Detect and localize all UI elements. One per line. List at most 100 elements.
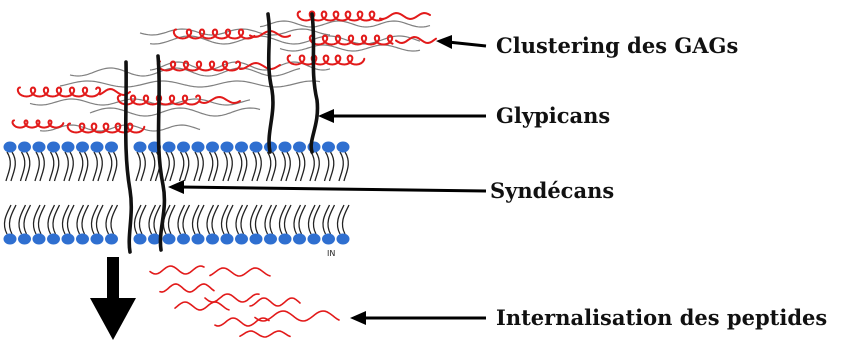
lipid-tail (24, 205, 31, 234)
lipid-tail (226, 205, 233, 234)
lipid-head (62, 234, 75, 245)
lipid-tail (252, 152, 256, 181)
lipid-head (134, 234, 147, 245)
glycan-thread (260, 21, 430, 27)
label-internalisation: Internalisation des peptides (496, 305, 827, 330)
label-clustering: Clustering des GAGs (496, 33, 738, 58)
lipid-head (105, 142, 118, 153)
lipid-head (4, 234, 17, 245)
lipid-head (76, 142, 89, 153)
lipid-tail (197, 205, 204, 234)
lipid-tail (270, 205, 277, 234)
gag-chain (174, 30, 255, 39)
lipid-tail (35, 152, 39, 181)
peptide (250, 298, 300, 306)
lipid-head (47, 142, 60, 153)
lipid-tail (339, 152, 343, 181)
lipid-head (192, 142, 205, 153)
lipid-head (4, 142, 17, 153)
lipid-head (18, 234, 31, 245)
lipid-tail (212, 205, 219, 234)
lipid-tail (284, 205, 291, 234)
lipid-tail (185, 152, 189, 181)
lipid-tail (141, 152, 145, 181)
lipid-tail (325, 152, 329, 181)
syndecan-core-right (158, 56, 164, 250)
lipid-tail (267, 152, 271, 181)
lipid-tail (55, 152, 59, 181)
lipid-head (163, 234, 176, 245)
lipid-head (322, 142, 335, 153)
lipid-tail (330, 152, 334, 181)
lipid-tail (255, 205, 262, 234)
lipid-tail (82, 205, 89, 234)
lipid-tail (67, 205, 74, 234)
lipid-head (62, 142, 75, 153)
lipid-tail (151, 152, 155, 181)
lipid-tail (53, 205, 60, 234)
glycan-thread (140, 29, 330, 35)
pointer-clustering-head (436, 35, 452, 49)
lipid-head (337, 234, 350, 245)
lipid-head (235, 142, 248, 153)
lipid-tail (139, 205, 146, 234)
lipid-head (91, 234, 104, 245)
peptide (175, 302, 229, 310)
lipid-tail (272, 152, 276, 181)
lipid-tail (93, 152, 97, 181)
lipid-tail (170, 152, 174, 181)
pointer-internalisation-head (350, 311, 366, 325)
lipid-tail (154, 205, 161, 234)
lipid-tail (286, 152, 290, 181)
lipid-tail (342, 205, 349, 234)
lipid-tail (209, 152, 213, 181)
pointer-glypicans-head (318, 109, 334, 123)
pointer-clustering (448, 42, 486, 46)
lipid-tail (315, 152, 319, 181)
lipid-head (308, 234, 321, 245)
lipid-tail (26, 152, 30, 181)
lipid-tail (98, 152, 102, 181)
lipid-head (33, 142, 46, 153)
lipid-tail (69, 152, 73, 181)
lipid-tail (194, 152, 198, 181)
lipid-head (47, 234, 60, 245)
lipid-tail (136, 152, 140, 181)
glypican-core-right (311, 14, 317, 152)
lipid-head (293, 234, 306, 245)
gag-chain (68, 124, 145, 133)
lipid-tail (40, 152, 44, 181)
glycan-thread (280, 45, 420, 51)
gag-chain (380, 13, 430, 19)
lipid-tail (199, 152, 203, 181)
lipid-tail (50, 152, 54, 181)
gag-chain (158, 62, 240, 71)
gag-chain (288, 56, 365, 65)
internalised-peptides (150, 266, 339, 337)
lipid-tail (301, 152, 305, 181)
lipid-head (250, 142, 263, 153)
label-glypicans: Glypicans (496, 103, 610, 128)
proteoglycan-cores (126, 14, 318, 252)
lipid-tail (183, 205, 190, 234)
lipid-head (264, 234, 277, 245)
lipid-tail (214, 152, 218, 181)
lipid-tail (241, 205, 248, 234)
lipid-bilayer (4, 142, 350, 245)
lipid-head (322, 234, 335, 245)
lipid-tail (238, 152, 242, 181)
lipid-head (76, 234, 89, 245)
lipid-head (206, 234, 219, 245)
lipid-head (105, 234, 118, 245)
lipid-tail (165, 152, 169, 181)
internalisation-arrow (90, 257, 136, 340)
lipid-tail (296, 152, 300, 181)
lipid-head (33, 234, 46, 245)
lipid-tail (313, 205, 320, 234)
peptide (215, 318, 269, 326)
lipid-head (163, 142, 176, 153)
glycan-thread (60, 81, 320, 87)
lipid-tail (38, 205, 45, 234)
lipid-tail (64, 152, 68, 181)
